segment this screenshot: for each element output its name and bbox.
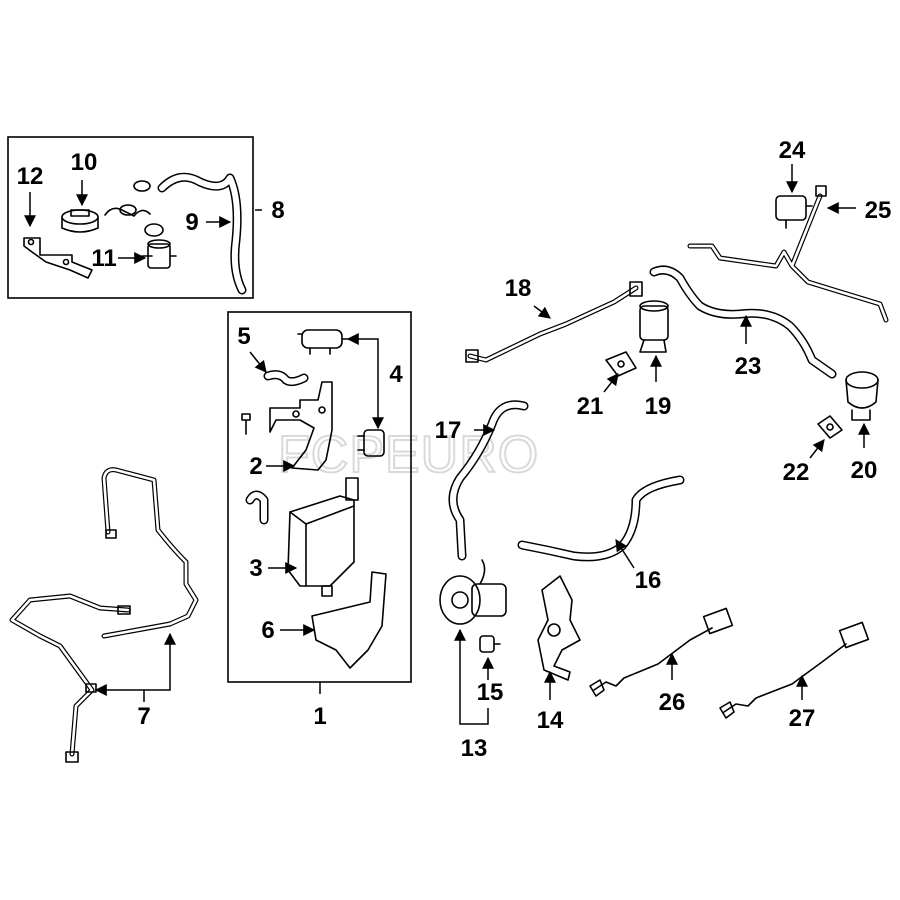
callout-18: 18 — [505, 275, 532, 302]
part-4b-connector — [357, 429, 385, 457]
part-14-bracket — [537, 575, 581, 681]
part-21-gasket — [605, 351, 637, 377]
watermark-text: FCPEURO — [278, 426, 539, 484]
callout-7: 7 — [137, 703, 150, 730]
callout-13: 13 — [461, 735, 488, 762]
part-24-solenoid — [775, 195, 813, 229]
part-clip-small — [104, 180, 164, 237]
callout-16: 16 — [635, 567, 662, 594]
callout-6: 6 — [261, 617, 274, 644]
part-11-sensor — [141, 239, 177, 269]
callout-4: 4 — [389, 361, 403, 388]
part-3-canister — [287, 477, 359, 597]
callout-20: 20 — [851, 457, 878, 484]
part-2-bracket — [269, 381, 333, 471]
part-10-valve — [61, 209, 99, 233]
callout-25: 25 — [865, 197, 892, 224]
callout-17: 17 — [435, 417, 462, 444]
part-27-o2-sensor — [719, 621, 870, 719]
callout-24: 24 — [779, 137, 806, 164]
callout-14: 14 — [537, 707, 564, 734]
callout-10: 10 — [71, 149, 98, 176]
part-4-valve — [297, 329, 351, 355]
part-12-bracket — [23, 237, 93, 279]
leader-4 — [346, 333, 384, 430]
callout-5: 5 — [237, 323, 250, 350]
callout-1: 1 — [313, 703, 326, 730]
part-25-line — [687, 185, 889, 323]
callout-15: 15 — [477, 679, 504, 706]
callout-19: 19 — [645, 393, 672, 420]
leader-7 — [94, 632, 176, 696]
leader-21 — [603, 373, 619, 393]
callout-26: 26 — [659, 689, 686, 716]
part-17-hose — [448, 400, 529, 561]
callout-22: 22 — [783, 459, 810, 486]
callout-21: 21 — [577, 393, 604, 420]
part-13-pump — [439, 559, 507, 625]
part-5-hose — [263, 370, 309, 387]
part-19-valve — [639, 300, 669, 353]
callout-8: 8 — [271, 197, 284, 224]
callout-23: 23 — [735, 353, 762, 380]
part-9-hose — [157, 172, 247, 295]
part-6-shield — [311, 571, 387, 669]
leader-5 — [249, 351, 267, 373]
part-15-plug — [479, 635, 501, 653]
callout-12: 12 — [17, 163, 44, 190]
part-bolt — [241, 413, 251, 435]
callout-11: 11 — [91, 245, 116, 272]
part-hose-small — [245, 490, 269, 525]
part-16-hose — [517, 475, 685, 562]
part-7-tube — [9, 467, 199, 763]
inset-box-8 — [7, 136, 254, 299]
callout-9: 9 — [185, 209, 198, 236]
callout-27: 27 — [789, 705, 816, 732]
leader-22 — [809, 439, 825, 459]
part-26-o2-sensor — [589, 607, 734, 697]
leader-18 — [533, 305, 551, 319]
part-22-gasket — [817, 415, 843, 439]
part-23-hose — [649, 265, 837, 379]
callout-2: 2 — [249, 453, 262, 480]
part-20-valve — [845, 371, 879, 421]
callout-3: 3 — [249, 555, 262, 582]
leader-13 — [454, 628, 489, 725]
part-18-pipe — [465, 281, 643, 363]
leader-16 — [615, 538, 635, 569]
